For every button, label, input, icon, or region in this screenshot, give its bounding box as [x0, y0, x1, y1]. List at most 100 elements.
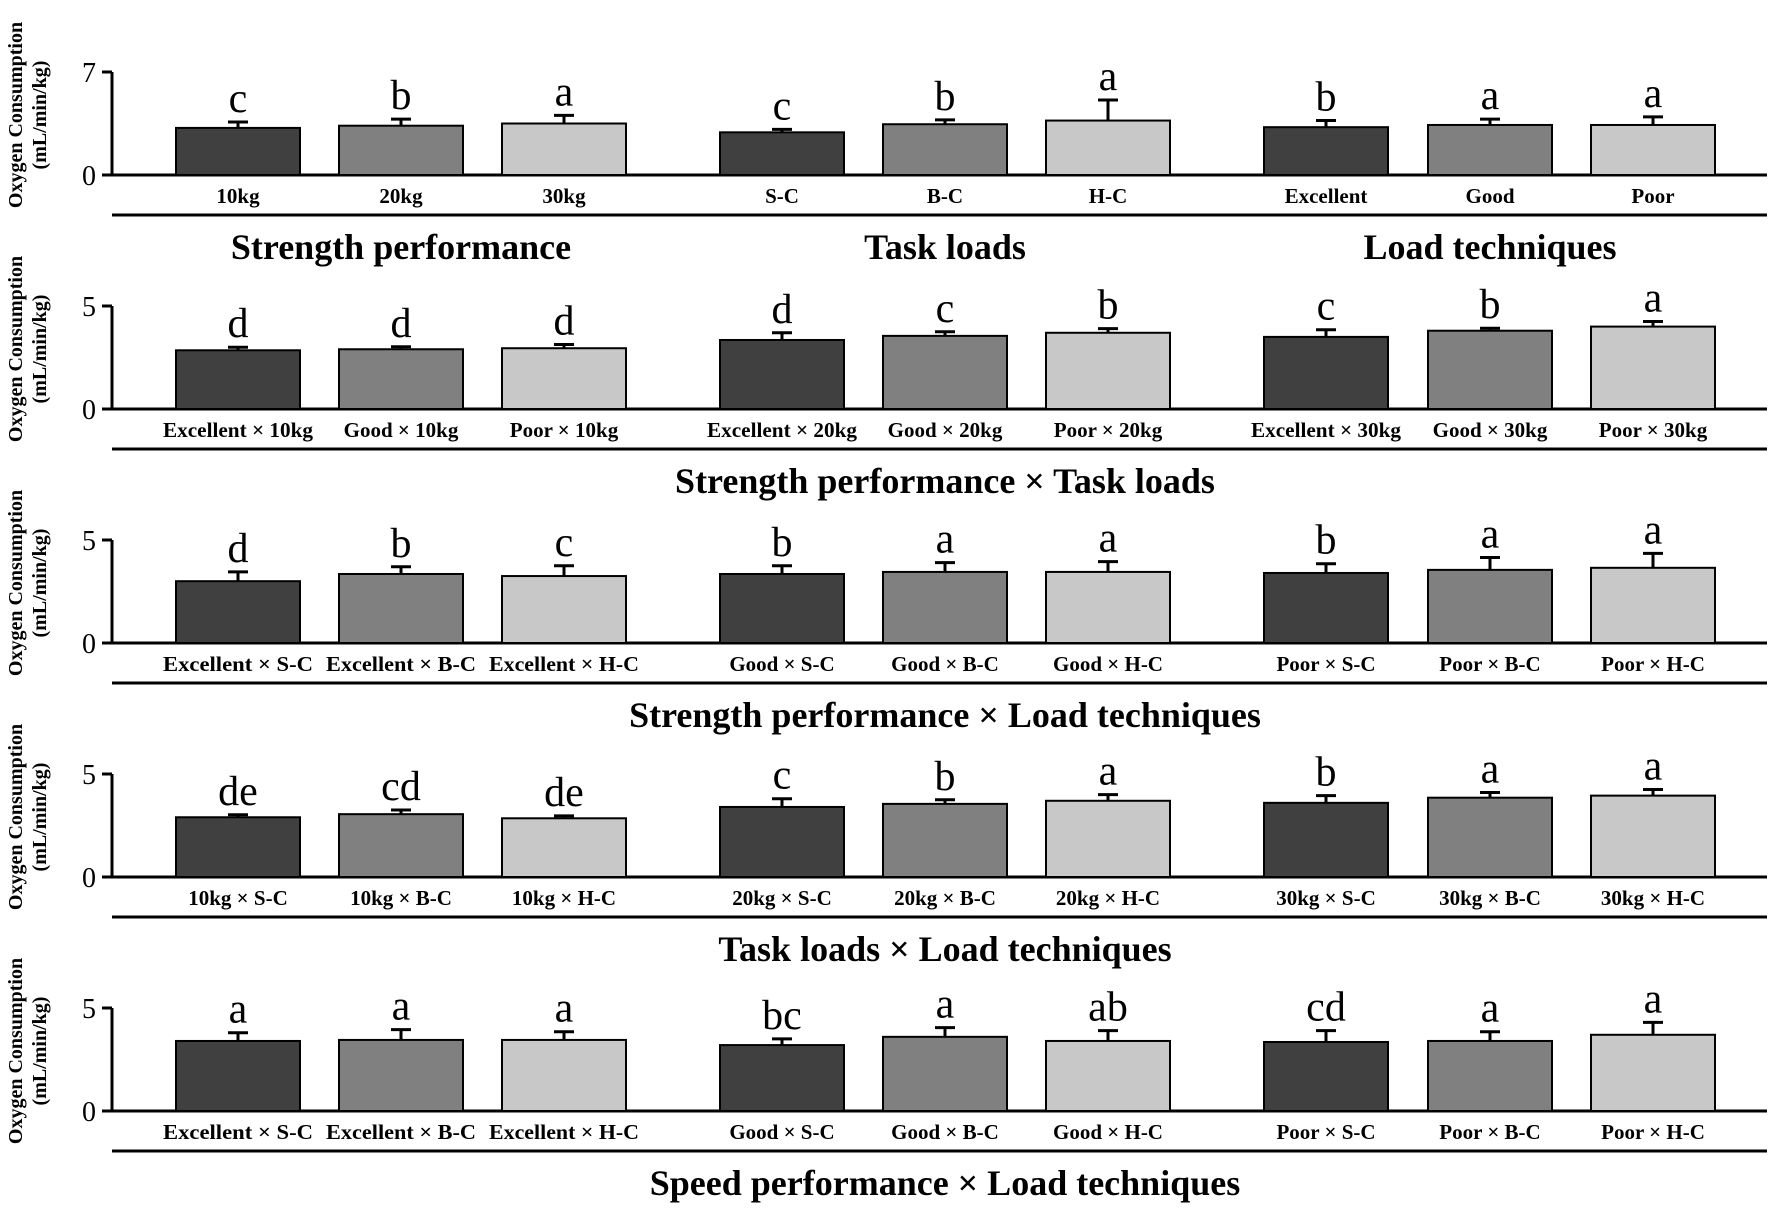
group-title: Strength performance	[231, 227, 571, 267]
significance-letter: de	[544, 770, 584, 816]
category-label: Excellent × S-C	[163, 1120, 313, 1144]
category-label: 30kg	[542, 184, 586, 208]
significance-letter: a	[229, 987, 248, 1033]
bar	[719, 131, 845, 176]
bar	[1427, 796, 1553, 878]
bar	[719, 572, 845, 644]
significance-letter: b	[1316, 518, 1337, 564]
bar	[501, 122, 627, 176]
category-label: Poor × 20kg	[1054, 418, 1163, 442]
bar	[1427, 1039, 1553, 1112]
bar	[1590, 794, 1716, 879]
bar	[501, 575, 627, 644]
significance-letter: c	[936, 286, 955, 332]
bar	[501, 347, 627, 411]
y-tick-label: 0	[82, 863, 96, 894]
significance-letter: bc	[762, 993, 802, 1039]
bar	[882, 334, 1008, 410]
y-axis-label: Oxygen Consumption	[5, 490, 27, 676]
bar	[338, 813, 464, 878]
y-tick-label: 5	[82, 994, 96, 1025]
bar	[175, 349, 301, 411]
category-label: Poor × S-C	[1276, 1120, 1375, 1144]
significance-letter: c	[773, 83, 792, 129]
significance-letter: b	[935, 754, 956, 800]
significance-letter: a	[1099, 54, 1118, 100]
category-label: 10kg	[216, 184, 260, 208]
y-axis-unit: (mL/min/kg)	[29, 61, 51, 170]
category-label: 10kg × S-C	[188, 886, 287, 910]
bar	[1590, 123, 1716, 176]
significance-letter: b	[391, 73, 412, 119]
panel-title: Strength performance × Task loads	[675, 461, 1215, 501]
bar	[175, 816, 301, 879]
significance-letter: a	[936, 982, 955, 1028]
y-tick-label: 0	[82, 629, 96, 660]
category-label: Good × H-C	[1053, 652, 1163, 676]
category-label: Excellent × 10kg	[163, 418, 313, 442]
significance-letter: c	[773, 753, 792, 799]
bar	[1263, 335, 1389, 410]
significance-letter: d	[228, 301, 249, 347]
significance-letter: d	[772, 287, 793, 333]
category-label: Poor × B-C	[1439, 1120, 1540, 1144]
panel-title: Speed performance × Load techniques	[650, 1163, 1241, 1203]
bar	[501, 817, 627, 878]
significance-letter: b	[935, 74, 956, 120]
y-axis-unit: (mL/min/kg)	[29, 295, 51, 404]
group-title: Task loads	[864, 227, 1026, 267]
bar	[719, 338, 845, 410]
category-label: Good × 20kg	[888, 418, 1003, 442]
category-label: Excellent × H-C	[489, 652, 639, 676]
category-label: Excellent × 20kg	[707, 418, 857, 442]
bar	[719, 1044, 845, 1112]
significance-letter: d	[228, 526, 249, 572]
y-axis-unit: (mL/min/kg)	[29, 529, 51, 638]
category-label: 10kg × B-C	[350, 886, 452, 910]
significance-letter: a	[392, 984, 411, 1030]
y-tick-label: 5	[82, 760, 96, 791]
category-label: Excellent × S-C	[163, 652, 313, 676]
significance-letter: a	[555, 69, 574, 115]
category-label: 10kg × H-C	[512, 886, 616, 910]
panel-title: Strength performance × Load techniques	[629, 695, 1261, 735]
bar	[1263, 126, 1389, 177]
significance-letter: a	[1644, 507, 1663, 553]
bar	[175, 1039, 301, 1112]
category-label: Good × B-C	[891, 652, 999, 676]
bar	[175, 580, 301, 645]
category-label: Good	[1465, 184, 1514, 208]
category-label: Poor × 30kg	[1599, 418, 1708, 442]
significance-letter: a	[555, 986, 574, 1032]
category-label: Poor × H-C	[1601, 652, 1705, 676]
category-label: Good × B-C	[891, 1120, 999, 1144]
significance-letter: ab	[1088, 985, 1128, 1031]
bar	[882, 123, 1008, 177]
panel-title: Task loads × Load techniques	[718, 929, 1171, 969]
significance-letter: de	[218, 769, 258, 815]
category-label: Excellent × H-C	[489, 1120, 639, 1144]
bar	[1045, 119, 1171, 176]
bar	[719, 805, 845, 879]
y-axis-unit: (mL/min/kg)	[29, 997, 51, 1106]
significance-letter: a	[1644, 275, 1663, 321]
significance-letter: b	[1480, 282, 1501, 328]
significance-letter: c	[555, 520, 574, 566]
category-label: H-C	[1089, 184, 1128, 208]
y-axis-label: Oxygen Consumption	[5, 724, 27, 910]
y-axis-label: Oxygen Consumption	[5, 22, 27, 208]
significance-letter: cd	[381, 764, 421, 810]
bar	[882, 802, 1008, 878]
significance-letter: b	[772, 520, 793, 566]
significance-letter: a	[1481, 747, 1500, 793]
y-axis-label: Oxygen Consumption	[5, 958, 27, 1144]
significance-letter: b	[391, 521, 412, 567]
category-label: S-C	[765, 184, 799, 208]
category-label: Good × S-C	[729, 1120, 834, 1144]
significance-letter: a	[1644, 743, 1663, 789]
group-title: Load techniques	[1363, 227, 1616, 267]
significance-letter: a	[936, 517, 955, 563]
category-label: 30kg × H-C	[1601, 886, 1705, 910]
category-label: Poor × B-C	[1439, 652, 1540, 676]
